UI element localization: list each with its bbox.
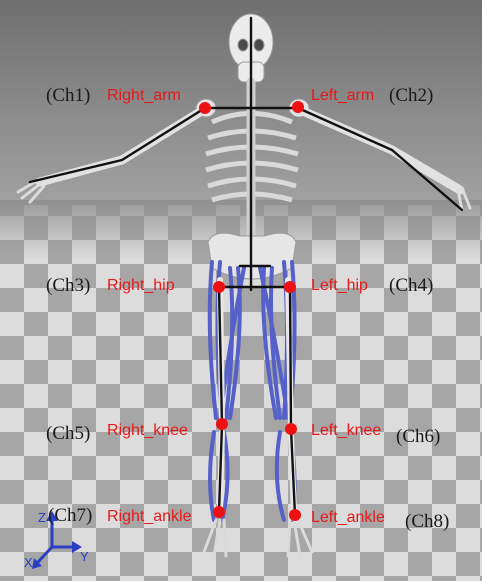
right-knee-label: Right_knee bbox=[107, 423, 188, 439]
right-hip-label: Right_hip bbox=[107, 278, 175, 294]
right-ankle-joint-marker bbox=[213, 506, 225, 518]
y-axis-label: Y bbox=[80, 550, 89, 563]
ch7-label: (Ch7) bbox=[48, 506, 92, 525]
left-hip-joint-marker bbox=[284, 281, 296, 293]
right-knee-joint-marker bbox=[216, 418, 228, 430]
ch3-label: (Ch3) bbox=[46, 276, 90, 295]
left-knee-label: Left_knee bbox=[311, 423, 381, 439]
left-arm-joint-marker bbox=[292, 101, 304, 113]
ch5-label: (Ch5) bbox=[46, 424, 90, 443]
ch6-label: (Ch6) bbox=[396, 427, 440, 446]
right-arm-label: Right_arm bbox=[107, 88, 181, 104]
ch8-label: (Ch8) bbox=[405, 512, 449, 531]
right-ankle-label: Right_ankle bbox=[107, 509, 192, 525]
left-arm-label: Left_arm bbox=[311, 88, 374, 104]
right-arm-joint-marker bbox=[199, 102, 211, 114]
left-ankle-label: Left_ankle bbox=[311, 510, 385, 526]
ch2-label: (Ch2) bbox=[389, 86, 433, 105]
left-knee-joint-marker bbox=[285, 423, 297, 435]
left-hip-label: Left_hip bbox=[311, 278, 368, 294]
left-ankle-joint-marker bbox=[289, 509, 301, 521]
ch1-label: (Ch1) bbox=[46, 86, 90, 105]
right-hip-joint-marker bbox=[213, 281, 225, 293]
z-axis-label: Z bbox=[38, 511, 46, 524]
x-axis-label: X bbox=[24, 556, 33, 569]
ch4-label: (Ch4) bbox=[389, 276, 433, 295]
